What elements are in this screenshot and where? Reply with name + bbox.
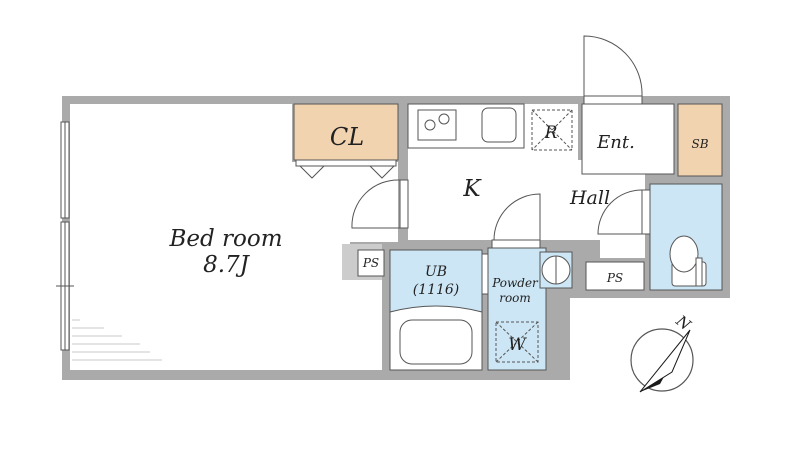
- refrigerator-label: R: [544, 123, 558, 143]
- kitchen: R K Hall: [407, 103, 645, 258]
- toilet-icon: [669, 235, 707, 287]
- washer-space: W: [495, 321, 539, 363]
- bathtub-icon: [399, 319, 473, 365]
- kitchen-label: K: [462, 176, 482, 202]
- pipe-space-left-label: PS: [362, 256, 379, 270]
- shoe-box-label: SB: [691, 137, 708, 151]
- north-arrow-icon: [639, 329, 691, 393]
- toilet-room: [649, 183, 723, 291]
- bath-door[interactable]: [481, 253, 489, 295]
- bedroom-window: [56, 121, 74, 351]
- unit-bath-spec: (1116): [413, 282, 460, 298]
- step-lines: [72, 319, 162, 361]
- bedroom-label: Bed room: [168, 226, 282, 252]
- pipe-space-right-label: PS: [606, 271, 623, 285]
- sink-icon: [481, 107, 517, 143]
- washer-label: W: [508, 335, 527, 355]
- washbasin-icon: [539, 251, 573, 289]
- entrance: Ent.: [581, 103, 675, 175]
- powder-room-label-1: Powder: [491, 276, 539, 290]
- closet[interactable]: CL: [293, 103, 399, 179]
- hall-label: Hall: [569, 187, 610, 209]
- powder-room-door[interactable]: [491, 193, 541, 249]
- pipe-space-right: PS: [585, 261, 645, 291]
- compass-label: N: [672, 311, 695, 334]
- shoe-box: SB: [677, 103, 723, 177]
- refrigerator-space: R: [531, 109, 573, 151]
- pipe-space-left: PS: [357, 249, 385, 277]
- unit-bath: UB (1116): [389, 249, 483, 371]
- powder-room-label-2: room: [499, 291, 531, 305]
- bedroom-size: 8.7J: [203, 252, 251, 278]
- unit-bath-label: UB: [425, 264, 447, 280]
- stove-icon: [417, 109, 457, 141]
- closet-label: CL: [330, 123, 364, 151]
- entrance-label: Ent.: [596, 132, 635, 153]
- toilet-door[interactable]: [597, 189, 651, 235]
- entrance-door[interactable]: [583, 35, 643, 105]
- powder-room: W Powder room: [487, 247, 573, 371]
- compass: N: [630, 311, 695, 393]
- bedroom-door[interactable]: [351, 179, 409, 229]
